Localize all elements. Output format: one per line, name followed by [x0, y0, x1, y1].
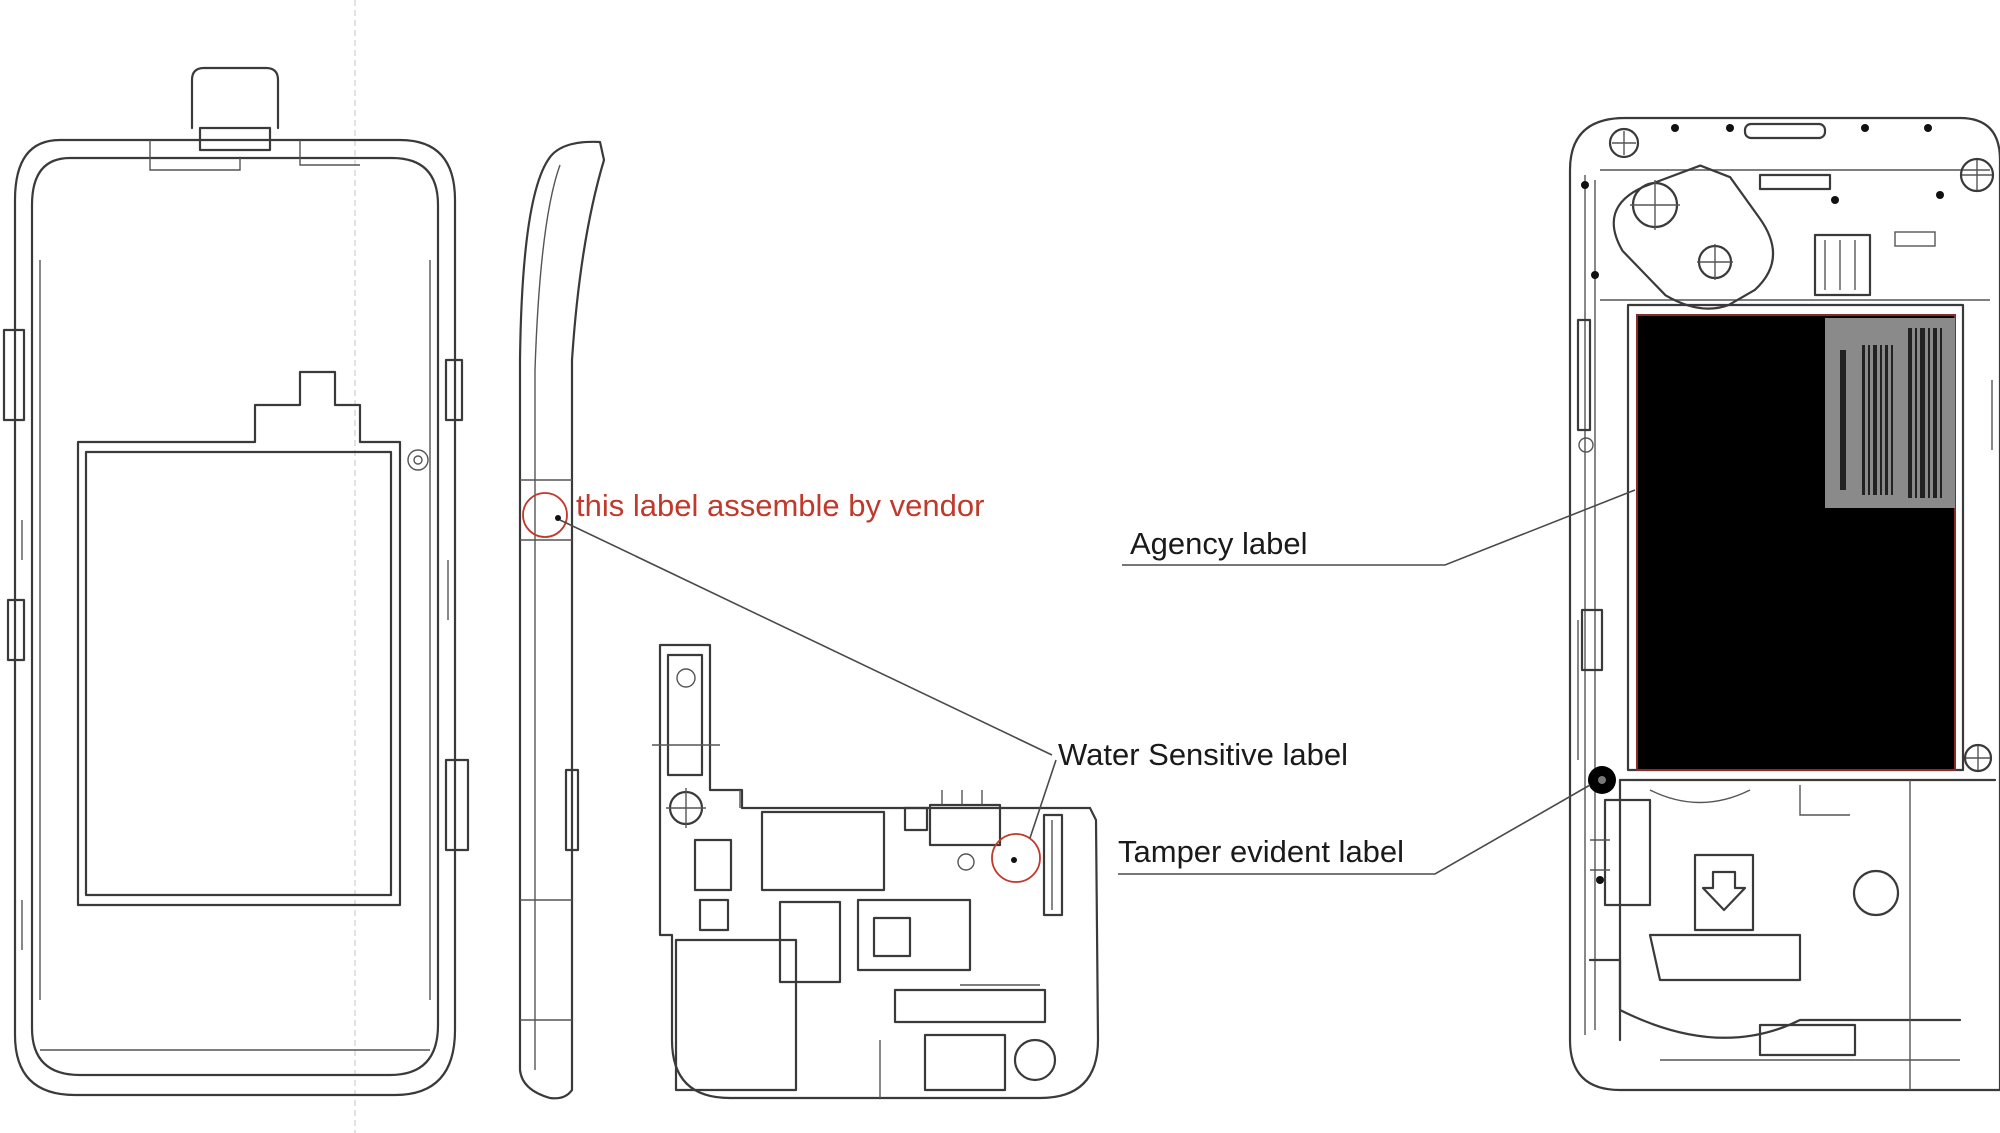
agency-leader-line: [1122, 489, 1636, 566]
vendor-label-text: this label assemble by vendor: [576, 488, 984, 523]
tamper-leader-line: [1118, 784, 1591, 875]
vendor-label-marker-dot: [555, 515, 561, 521]
phone-internals-right: [1568, 116, 2000, 1092]
agency-label-block: [1636, 314, 1956, 771]
pcb-detail: [652, 643, 1100, 1100]
water-label-marker-dot: [1011, 857, 1017, 863]
phone-frame-left: [2, 66, 470, 1097]
water-leader-line: [1029, 759, 1057, 839]
tamper-label-text: Tamper evident label: [1118, 834, 1404, 869]
water-label-text: Water Sensitive label: [1058, 737, 1348, 772]
vendor-label-marker: [522, 492, 568, 538]
water-label-marker: [991, 833, 1041, 883]
vendor-leader-line: [559, 519, 1053, 756]
barcode-icon: [1840, 328, 1942, 498]
phone-side-profile: [518, 140, 606, 1100]
agency-label-text: Agency label: [1130, 526, 1308, 561]
